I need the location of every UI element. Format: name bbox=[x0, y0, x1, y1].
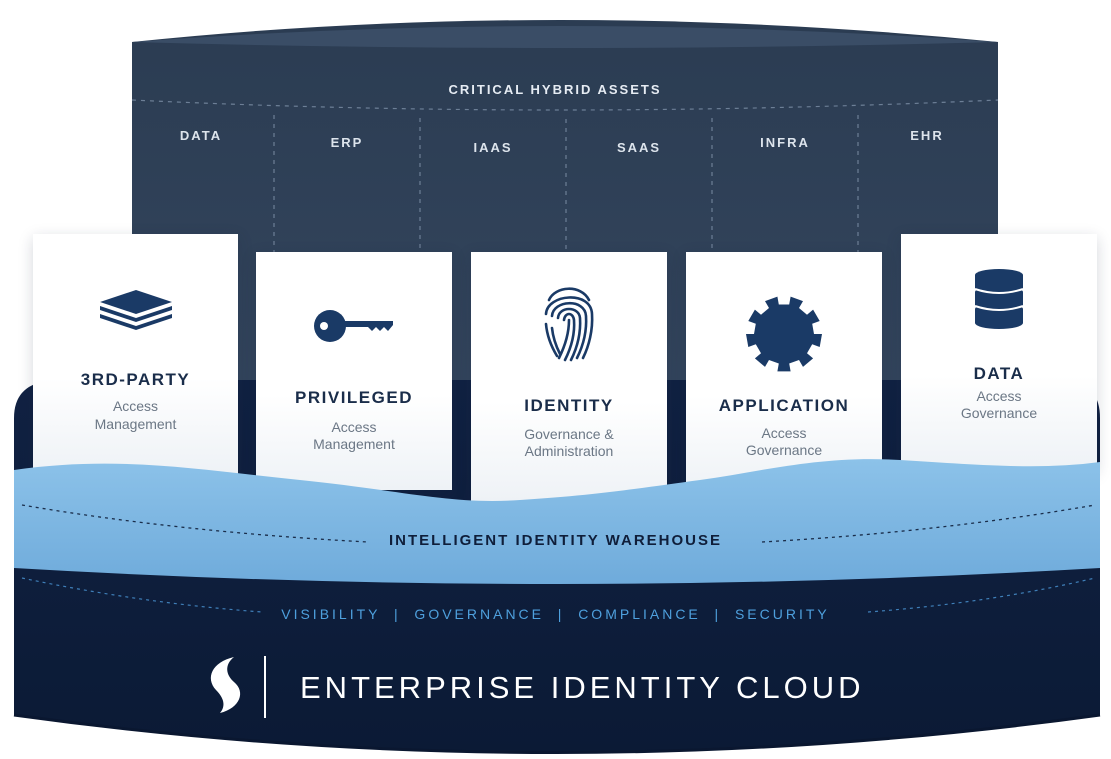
asset-ehr: EHR bbox=[910, 128, 944, 143]
card-privileged: PRIVILEGED Access Management bbox=[256, 252, 452, 490]
warehouse-wave bbox=[14, 459, 1100, 584]
card-subtitle-line2: Management bbox=[94, 416, 177, 432]
assets-cylinder-top bbox=[132, 26, 998, 48]
card-application: APPLICATION Access Governance bbox=[686, 252, 882, 492]
asset-column-dividers bbox=[273, 115, 859, 252]
card-title: PRIVILEGED bbox=[295, 388, 413, 407]
key-icon bbox=[314, 310, 393, 342]
gear-icon bbox=[746, 296, 822, 372]
gear-shape bbox=[746, 296, 822, 372]
assets-divider-line bbox=[131, 99, 999, 111]
card-subtitle-line1: Access bbox=[331, 419, 377, 435]
fingerprint-icon bbox=[544, 287, 594, 362]
card-title: APPLICATION bbox=[718, 396, 850, 415]
card-subtitle-line1: Governance & bbox=[524, 426, 614, 442]
pillars-dotted-line-left bbox=[21, 577, 263, 613]
card-subtitle-line2: Management bbox=[313, 436, 395, 452]
card-subtitle-line2: Administration bbox=[524, 443, 614, 459]
asset-data: DATA bbox=[179, 128, 223, 143]
card-subtitle-line2: Governance bbox=[745, 442, 823, 458]
pillars-label: VISIBILITY | GOVERNANCE | COMPLIANCE | S… bbox=[281, 606, 830, 622]
card-title: 3RD-PARTY bbox=[80, 370, 191, 389]
layers-icon bbox=[99, 290, 172, 330]
card-subtitle-line1: Access bbox=[761, 425, 807, 441]
card-subtitle-line2: Governance bbox=[960, 405, 1038, 421]
asset-erp: ERP bbox=[330, 135, 364, 150]
card-third-party: 3RD-PARTY Access Management bbox=[33, 234, 238, 474]
cloud-name: ENTERPRISE IDENTITY CLOUD bbox=[300, 670, 865, 705]
cloud-base-bottom-ellipse bbox=[13, 713, 1101, 754]
asset-saas: SAAS bbox=[616, 140, 662, 155]
warehouse-label: INTELLIGENT IDENTITY WAREHOUSE bbox=[388, 532, 723, 549]
card-identity: IDENTITY Governance & Administration bbox=[471, 252, 667, 502]
asset-infra: INFRA bbox=[760, 135, 810, 150]
card-title: DATA bbox=[973, 364, 1025, 383]
pillars-dotted-line-right bbox=[867, 577, 1096, 613]
card-title: IDENTITY bbox=[524, 396, 614, 415]
asset-iaas: IAAS bbox=[473, 140, 513, 155]
card-subtitle-line1: Access bbox=[976, 388, 1022, 404]
database-icon bbox=[974, 269, 1024, 329]
s-logo-icon bbox=[210, 657, 241, 713]
card-subtitle-line1: Access bbox=[112, 398, 159, 414]
warehouse-dotted-line-left bbox=[21, 504, 369, 543]
assets-title: CRITICAL HYBRID ASSETS bbox=[448, 82, 662, 97]
card-data: DATA Access Governance bbox=[901, 234, 1097, 470]
